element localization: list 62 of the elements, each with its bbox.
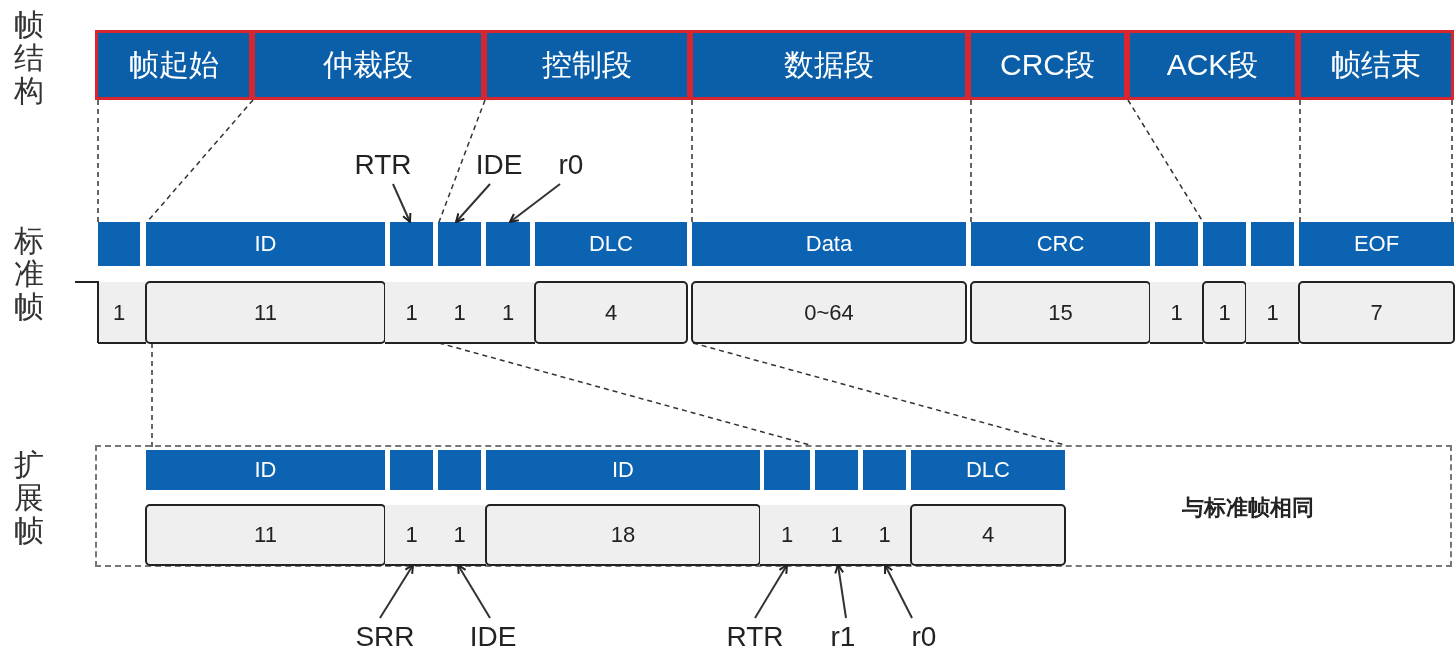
frame-segment-box: 数据段 xyxy=(690,30,968,100)
bit-count: 1 xyxy=(404,522,419,548)
bit-count: 1 xyxy=(877,522,892,548)
arrow xyxy=(834,564,847,619)
projection-line xyxy=(970,99,972,223)
field-label: r0 xyxy=(906,618,942,656)
bit-count: 1 xyxy=(1169,299,1184,326)
frame-segment-box: 控制段 xyxy=(484,30,690,100)
arrow xyxy=(392,183,412,223)
bit-count: 1 xyxy=(404,299,419,326)
bit-count: 4 xyxy=(603,299,619,326)
projection-line xyxy=(1299,99,1301,223)
arrow xyxy=(754,564,788,619)
field-cell: DLC xyxy=(911,450,1065,490)
bit-count: 1 xyxy=(452,299,467,326)
field-cell: ID xyxy=(146,222,385,266)
projection-line xyxy=(1451,99,1453,223)
extended-frame-box xyxy=(95,445,1452,567)
field-label: r1 xyxy=(826,618,860,656)
field-cell: EOF xyxy=(1299,222,1454,266)
field-label: RTR xyxy=(352,146,414,184)
field-label: IDE xyxy=(462,618,524,656)
field-cell: ID xyxy=(146,450,385,490)
bit-count: 11 xyxy=(253,522,278,548)
arrow xyxy=(379,564,414,619)
bit-count: 1 xyxy=(452,522,467,548)
field-cell: DLC xyxy=(535,222,687,266)
bit-count: 18 xyxy=(609,522,637,548)
bit-count: 1 xyxy=(500,299,516,326)
bit-count: 0~64 xyxy=(803,299,855,326)
bit-count: 1 xyxy=(111,299,127,326)
frame-segment-box: 仲裁段 xyxy=(252,30,484,100)
bit-count: 1 xyxy=(1217,299,1232,326)
arrow xyxy=(457,564,491,619)
frame-segment-box: ACK段 xyxy=(1127,30,1298,100)
field-cell: Data xyxy=(692,222,966,266)
bit-count: 1 xyxy=(1265,299,1280,326)
projection-line xyxy=(97,99,99,223)
bit-count: 1 xyxy=(829,522,844,548)
frame-segment-box: 帧结束 xyxy=(1298,30,1454,100)
bit-count: 1 xyxy=(779,522,795,548)
row-label: 帧结构 xyxy=(14,8,44,107)
arrow xyxy=(884,564,913,619)
field-label: IDE xyxy=(468,146,530,184)
field-label: r0 xyxy=(553,146,589,184)
field-cell: ID xyxy=(486,450,760,490)
row-label: 扩展帧 xyxy=(14,448,44,547)
bit-count: 15 xyxy=(1047,299,1074,326)
arrow xyxy=(455,183,491,223)
projection-line xyxy=(438,99,486,223)
field-cell: CRC xyxy=(971,222,1150,266)
bit-count: 4 xyxy=(980,522,996,548)
row-label: 标准帧 xyxy=(14,224,44,323)
frame-segment-box: CRC段 xyxy=(968,30,1127,100)
bit-count: 7 xyxy=(1369,299,1384,326)
arrow xyxy=(509,183,561,223)
bit-count: 11 xyxy=(253,299,278,326)
field-label: RTR xyxy=(722,618,788,656)
frame-segment-box: 帧起始 xyxy=(95,30,252,100)
field-label: SRR xyxy=(352,618,418,656)
projection-line xyxy=(691,99,693,223)
note-text: 与标准帧相同 xyxy=(1182,494,1314,522)
